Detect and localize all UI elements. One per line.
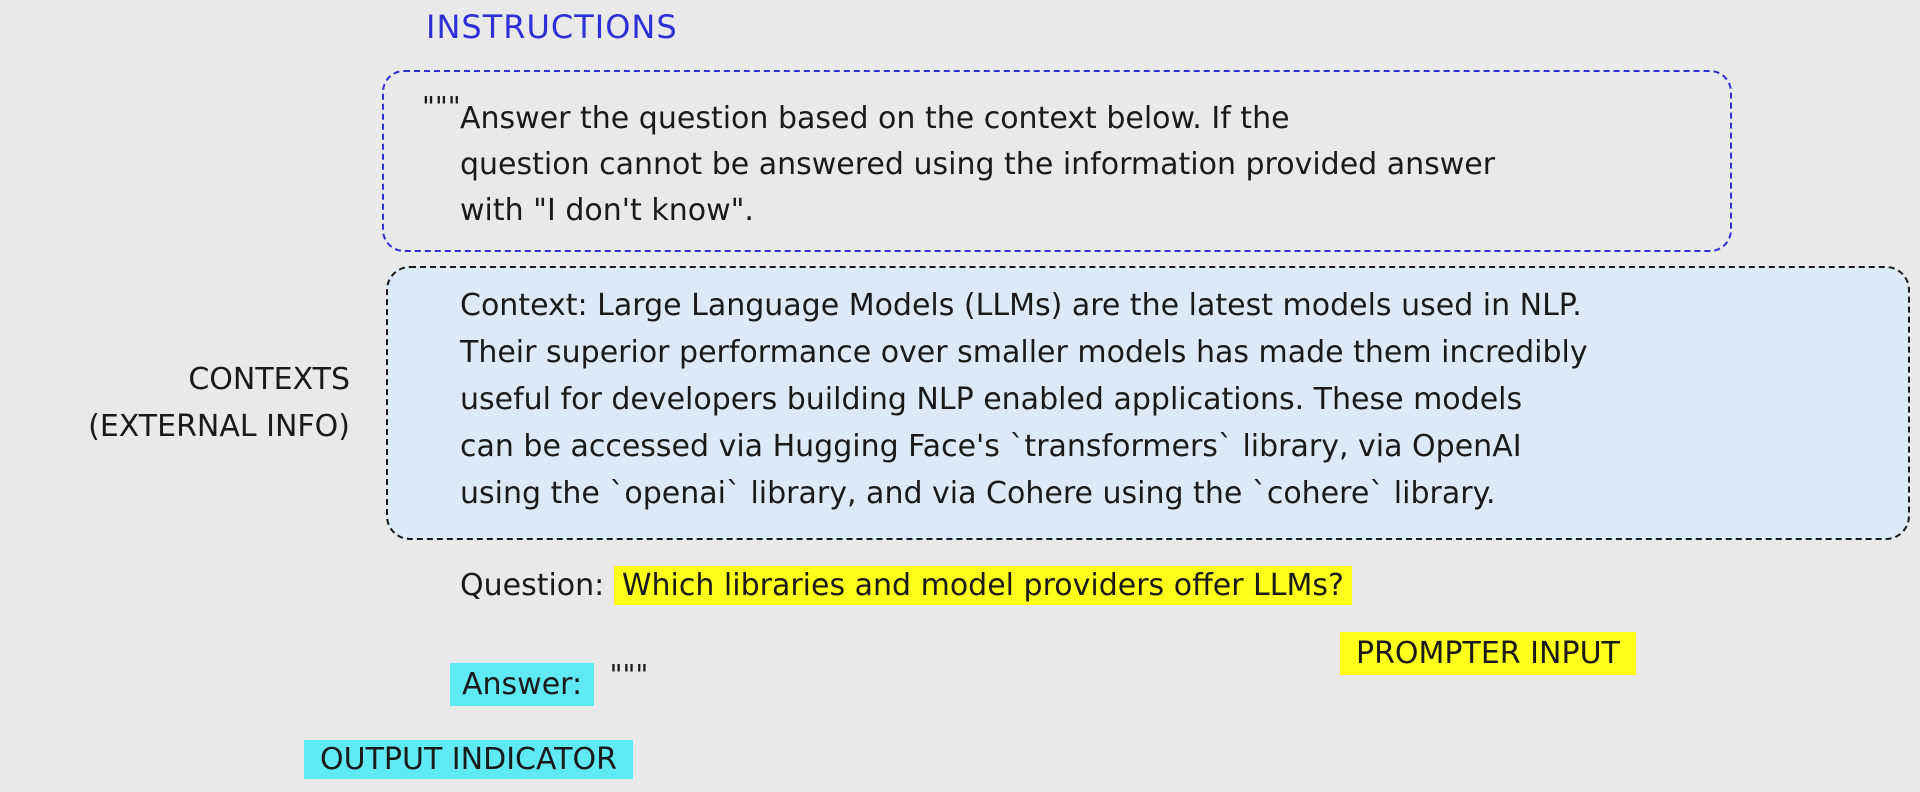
instructions-line: Answer the question based on the context… xyxy=(460,101,1290,136)
answer-row: Answer: """ xyxy=(450,658,649,706)
contexts-label: CONTEXTS (EXTERNAL INFO) xyxy=(88,356,350,450)
context-line: useful for developers building NLP enabl… xyxy=(460,382,1523,417)
context-line: Their superior performance over smaller … xyxy=(460,335,1588,370)
question-text: Which libraries and model providers offe… xyxy=(613,566,1352,605)
prompter-input-label: PROMPTER INPUT xyxy=(1340,632,1636,675)
contexts-label-line: (EXTERNAL INFO) xyxy=(88,409,350,444)
instructions-box xyxy=(382,70,1732,252)
context-line: using the `openai` library, and via Cohe… xyxy=(460,476,1496,511)
context-line: can be accessed via Hugging Face's `tran… xyxy=(460,429,1522,464)
question-prefix: Question: xyxy=(460,568,605,603)
instructions-quote-open: """ xyxy=(422,90,461,123)
output-indicator-label: OUTPUT INDICATOR xyxy=(304,740,633,779)
contexts-label-line: CONTEXTS xyxy=(188,362,350,397)
context-text: Context: Large Language Models (LLMs) ar… xyxy=(460,282,1900,517)
instructions-line: with "I don't know". xyxy=(460,193,754,228)
context-line: Context: Large Language Models (LLMs) ar… xyxy=(460,288,1582,323)
instructions-text: Answer the question based on the context… xyxy=(460,96,1700,234)
question-row: Question: Which libraries and model prov… xyxy=(460,562,1352,610)
answer-quote-close: """ xyxy=(609,658,649,691)
answer-label: Answer: xyxy=(450,663,595,706)
instructions-label: INSTRUCTIONS xyxy=(426,8,678,46)
instructions-line: question cannot be answered using the in… xyxy=(460,147,1496,182)
context-box xyxy=(386,266,1910,540)
